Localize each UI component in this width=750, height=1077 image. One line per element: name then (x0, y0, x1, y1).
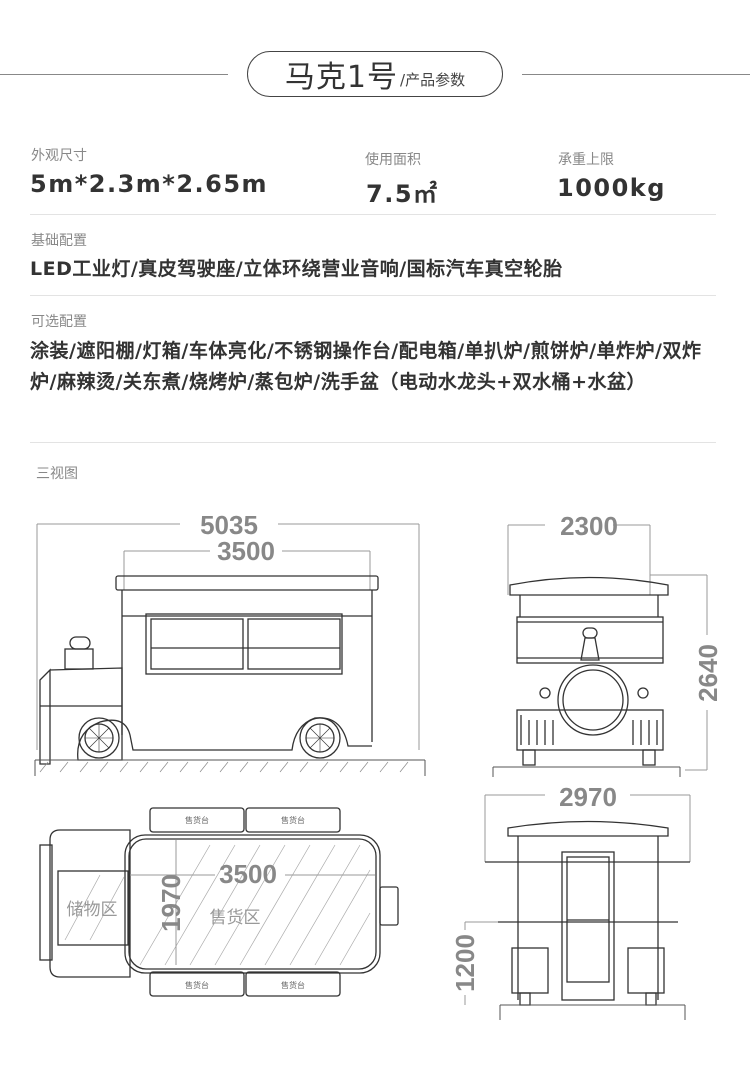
dim-front-height: 2640 (693, 644, 723, 702)
front-view-drawing: 2300 2640 (492, 511, 723, 777)
spec-value-area: 7.5㎡ (366, 180, 439, 208)
storage-zone-label: 储物区 (67, 900, 118, 920)
dim-overall-length: 5035 (200, 510, 258, 540)
spec-value-load: 1000kg (557, 174, 666, 202)
dim-top-length: 3500 (219, 859, 277, 889)
rear-view-drawing: 2970 1200 (450, 782, 691, 1020)
sales-zone-label: 售货区 (210, 908, 261, 928)
title-pill: 马克1号 /产品参数 (247, 51, 503, 97)
header-rule-left (0, 74, 228, 75)
three-view-label: 三视图 (36, 466, 78, 482)
dim-top-width: 1970 (156, 874, 186, 932)
basic-config-label: 基础配置 (31, 233, 87, 249)
basic-config-text: LED工业灯/真皮驾驶座/立体环绕营业音响/国标汽车真空轮胎 (30, 258, 563, 280)
counter-label: 售货台 (185, 980, 209, 990)
counter-label: 售货台 (281, 815, 305, 825)
divider (30, 442, 716, 443)
divider (30, 295, 716, 296)
dim-rear-width: 2970 (559, 782, 617, 812)
spec-label-load: 承重上限 (558, 152, 614, 168)
optional-config-text: 涂装/遮阳棚/灯箱/车体亮化/不锈钢操作台/配电箱/单扒炉/煎饼炉/单炸炉/双炸… (30, 340, 702, 393)
dim-front-width: 2300 (560, 511, 618, 541)
side-view-drawing: 5035 3500 (34, 510, 426, 776)
page-title: 马克1号 (284, 60, 399, 95)
top-view-drawing: 3500 1970 储物区 售货区 售货台 售货台 售货台 售货台 (39, 807, 399, 997)
divider (30, 214, 716, 215)
dim-cabin-length: 3500 (217, 536, 275, 566)
dim-rear-height: 1200 (450, 934, 480, 992)
page-subtitle: /产品参数 (400, 70, 466, 89)
spec-label-size: 外观尺寸 (31, 148, 87, 164)
optional-config-label: 可选配置 (31, 314, 87, 330)
header-rule-right (522, 74, 750, 75)
spec-label-area: 使用面积 (365, 152, 421, 168)
counter-label: 售货台 (185, 815, 209, 825)
counter-label: 售货台 (281, 980, 305, 990)
spec-value-size: 5m*2.3m*2.65m (30, 170, 269, 198)
